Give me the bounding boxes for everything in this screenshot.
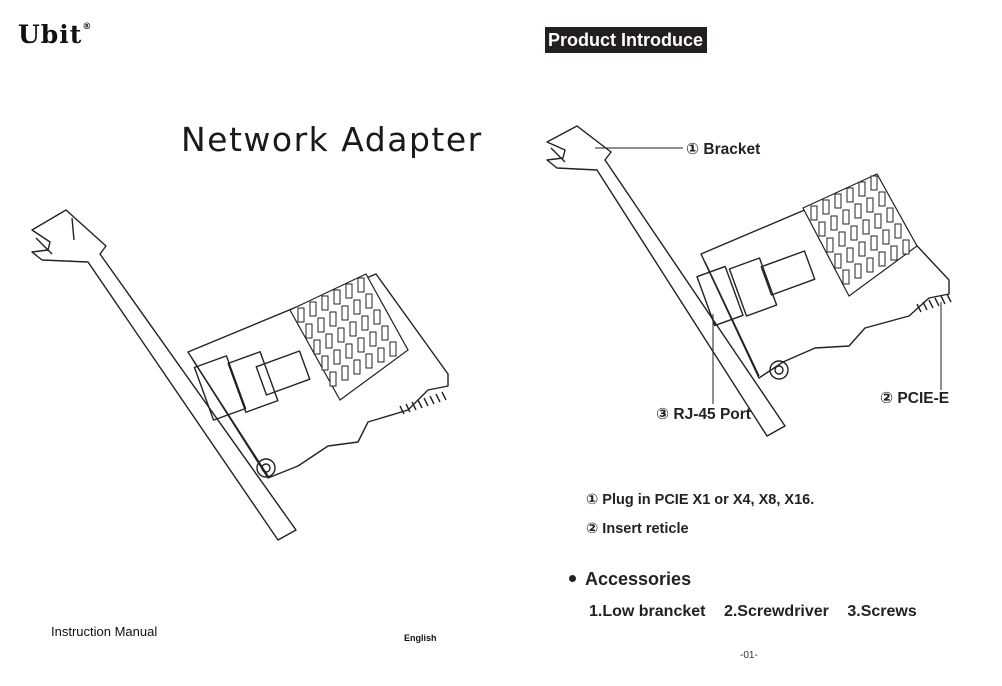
accessories-heading-text: Accessories — [585, 569, 692, 589]
instruction-manual-label: Instruction Manual — [51, 624, 158, 639]
accessory-item: 2.Screwdriver — [723, 603, 829, 620]
callout-pcie: ② PCIE-E — [880, 390, 950, 407]
network-card-illustration-left — [31, 209, 449, 541]
callout-bracket: ① Bracket — [686, 141, 761, 158]
accessories-list: 1.Low brancket 2.Screwdriver 3.Screws — [589, 603, 931, 621]
instruction-1: ① Plug in PCIE X1 or X4, X8, X16. — [586, 492, 815, 508]
brand-logo: Ubit® — [18, 20, 92, 49]
logo-text: Ubit — [18, 20, 83, 49]
accessory-item: 1.Low brancket — [589, 603, 706, 620]
instruction-2: ② Insert reticle — [586, 521, 689, 537]
registered-mark: ® — [82, 22, 93, 32]
language-label: English — [404, 633, 437, 643]
page-number: -01- — [740, 650, 758, 661]
callout-rj45-port: ③ RJ-45 Port — [656, 406, 751, 423]
network-card-illustration-right — [546, 125, 952, 437]
accessory-item: 3.Screws — [847, 603, 917, 620]
accessories-heading: Accessories — [569, 569, 691, 590]
section-title: Product Introduce — [545, 27, 708, 53]
cover-title: Network Adapter — [181, 120, 483, 159]
bullet-icon — [569, 574, 576, 582]
